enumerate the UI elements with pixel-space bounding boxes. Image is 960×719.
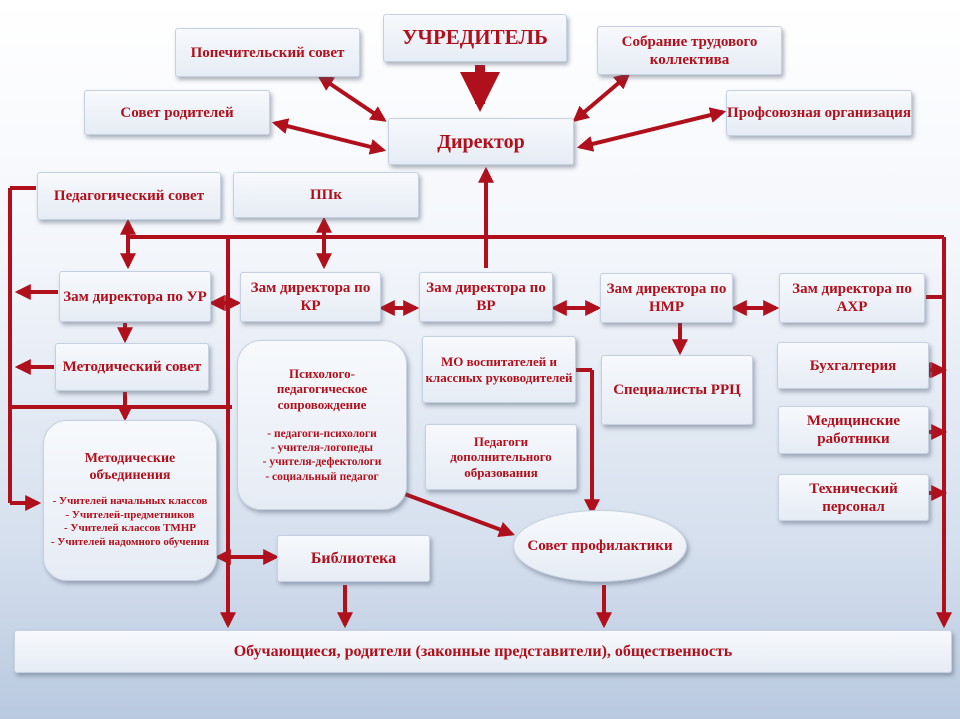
- deputy-ahr-box: Зам директора по АХР: [779, 273, 925, 323]
- list-item: - Учителей надомного обучения: [50, 536, 210, 549]
- deputy-kr-box: Зам директора по КР: [240, 272, 381, 322]
- library-box: Библиотека: [277, 535, 430, 582]
- method-assoc-title: Методические объединения: [84, 451, 176, 483]
- deputy-vr-box: Зам директора по ВР: [419, 272, 553, 322]
- psych-support-list: - педагоги-психологи - учителя-логопеды …: [263, 427, 382, 485]
- list-item: - Учителей-предметников: [65, 508, 195, 521]
- list-item: - учителя-дефектологи: [262, 456, 382, 469]
- founder-box: УЧРЕДИТЕЛЬ: [383, 14, 567, 62]
- accounting-box: Бухгалтерия: [777, 342, 929, 389]
- arrow-assembly-director: [572, 72, 631, 123]
- method-council-box: Методический совет: [55, 343, 209, 391]
- list-item: - педагоги-психологи: [267, 427, 377, 440]
- union-box: Профсоюзная организация: [726, 90, 912, 136]
- bottom-box: Обучающиеся, родители (законные представ…: [14, 630, 952, 673]
- mo-educators-box: МО воспитателей и классных руководителей: [422, 336, 576, 403]
- parents-council-box: Совет родителей: [84, 90, 270, 135]
- arrow-psych-prevention: [401, 491, 515, 538]
- director-box: Директор: [388, 118, 574, 165]
- list-item: - Учителей классов ТМНР: [64, 522, 196, 535]
- medical-box: Медицинские работники: [778, 406, 929, 454]
- labor-assembly-box: Собрание трудового коллектива: [597, 26, 782, 75]
- deputy-nmr-box: Зам директора по НМР: [600, 273, 733, 323]
- list-item: - Учителей начальных классов: [52, 494, 208, 507]
- add-educators-box: Педагоги дополнительного образования: [425, 424, 577, 490]
- arrow-parents-director: [271, 118, 387, 155]
- prevention-box: Совет профилактики: [513, 510, 687, 582]
- psych-support-box: Психолого-педагогическое сопровождение -…: [237, 340, 407, 510]
- ppk-box: ППк: [233, 172, 419, 218]
- list-item: - учителя-логопеды: [270, 442, 374, 455]
- arrow-union-director: [576, 107, 727, 152]
- trustees-box: Попечительский совет: [175, 28, 360, 77]
- technical-box: Технический персонал: [778, 474, 929, 521]
- ped-council-box: Педагогический совет: [37, 172, 221, 220]
- deputy-ur-box: Зам директора по УР: [59, 271, 211, 322]
- rrc-specialists-box: Специалисты РРЦ: [601, 355, 753, 425]
- arrow-trustees-director: [317, 75, 387, 122]
- list-item: - социальный педагог: [265, 470, 379, 483]
- psych-support-title: Психолого-педагогическое сопровождение: [276, 365, 368, 413]
- method-assoc-box: Методические объединения - Учителей нача…: [43, 420, 217, 581]
- method-assoc-list: - Учителей начальных классов - Учителей-…: [51, 495, 209, 550]
